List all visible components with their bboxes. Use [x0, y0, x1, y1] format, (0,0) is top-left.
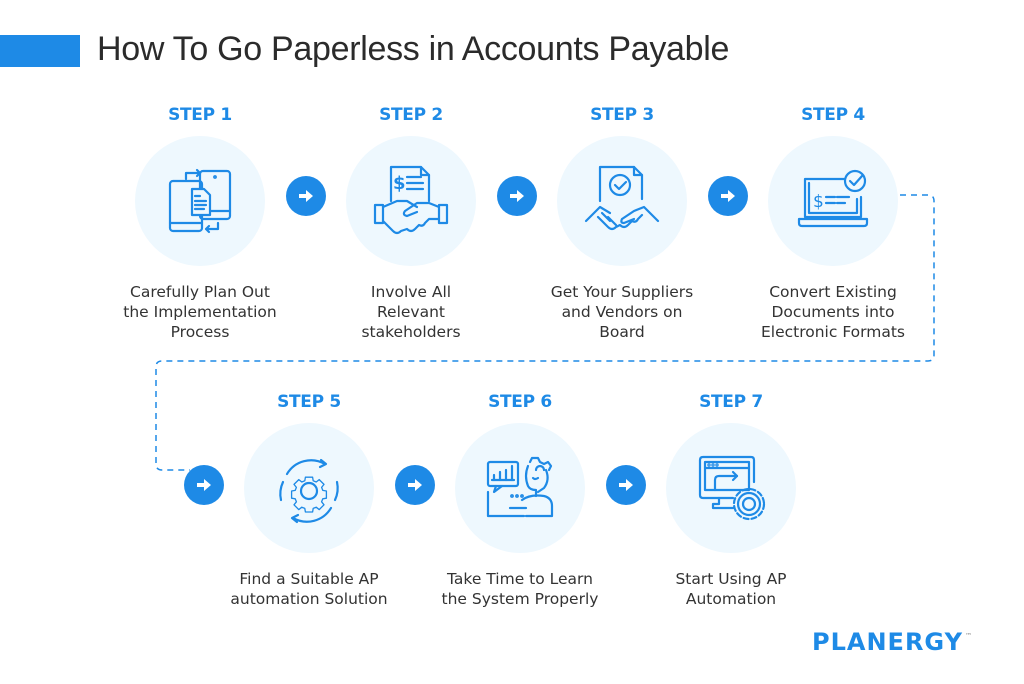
- step-label: STEP 7: [699, 392, 763, 412]
- step-2: STEP 2 $ Involve All Relevant stakeholde…: [311, 104, 511, 342]
- step-icon-circle: [244, 423, 374, 553]
- svg-text:$: $: [813, 192, 824, 212]
- title-accent-bar: [0, 35, 80, 67]
- step-7: STEP 7 Start Using AP Automation: [631, 391, 831, 609]
- step-label: STEP 2: [379, 105, 443, 125]
- arrow-right-icon: [286, 176, 326, 216]
- step-icon-circle: [455, 423, 585, 553]
- laptop-invoice-check-icon: $: [797, 169, 869, 228]
- step-icon-circle: [557, 136, 687, 266]
- step-icon-circle: [666, 423, 796, 553]
- arrow-right-icon: [184, 465, 224, 505]
- gear-cycle-icon: [279, 458, 339, 524]
- monitor-gear-automation-icon: [698, 455, 766, 521]
- arrow-right-icon: [708, 176, 748, 216]
- step-description: Convert Existing Documents into Electron…: [760, 283, 906, 341]
- arrow-right-icon: [395, 465, 435, 505]
- step-5: STEP 5 Find a Suitable AP automation Sol…: [209, 391, 409, 609]
- step-3: STEP 3 Get Your Suppliers and Vendors on…: [522, 104, 722, 342]
- page-title: How To Go Paperless in Accounts Payable: [97, 30, 730, 68]
- arrow-right-icon: [497, 176, 537, 216]
- devices-document-sync-icon: [168, 168, 232, 234]
- step-label: STEP 3: [590, 105, 654, 125]
- step-description: Involve All Relevant stakeholders: [361, 283, 461, 341]
- trademark-symbol: ™: [964, 632, 973, 640]
- step-description: Get Your Suppliers and Vendors on Board: [550, 283, 694, 341]
- step-label: STEP 4: [801, 105, 865, 125]
- step-description: Find a Suitable AP automation Solution: [230, 570, 388, 608]
- step-label: STEP 1: [168, 105, 232, 125]
- step-4: STEP 4 $ Convert Existing Documents into…: [733, 104, 933, 342]
- step-description: Take Time to Learn the System Properly: [441, 570, 599, 608]
- svg-text:$: $: [393, 173, 406, 194]
- person-learning-chart-icon: [486, 456, 554, 518]
- step-label: STEP 6: [488, 392, 552, 412]
- step-1: STEP 1 Carefully Plan Out the Implementa…: [100, 104, 300, 342]
- arrow-right-icon: [606, 465, 646, 505]
- step-label: STEP 5: [277, 392, 341, 412]
- step-icon-circle: $: [768, 136, 898, 266]
- step-description: Carefully Plan Out the Implementation Pr…: [123, 283, 277, 341]
- dashed-connector-line: [155, 194, 935, 471]
- step-description: Start Using AP Automation: [675, 570, 787, 608]
- invoice-handshake-icon: $: [373, 165, 449, 235]
- step-icon-circle: $: [346, 136, 476, 266]
- step-6: STEP 6 Take Time to Learn the System Pro…: [420, 391, 620, 609]
- approved-document-handshake-icon: [584, 165, 660, 231]
- step-icon-circle: [135, 136, 265, 266]
